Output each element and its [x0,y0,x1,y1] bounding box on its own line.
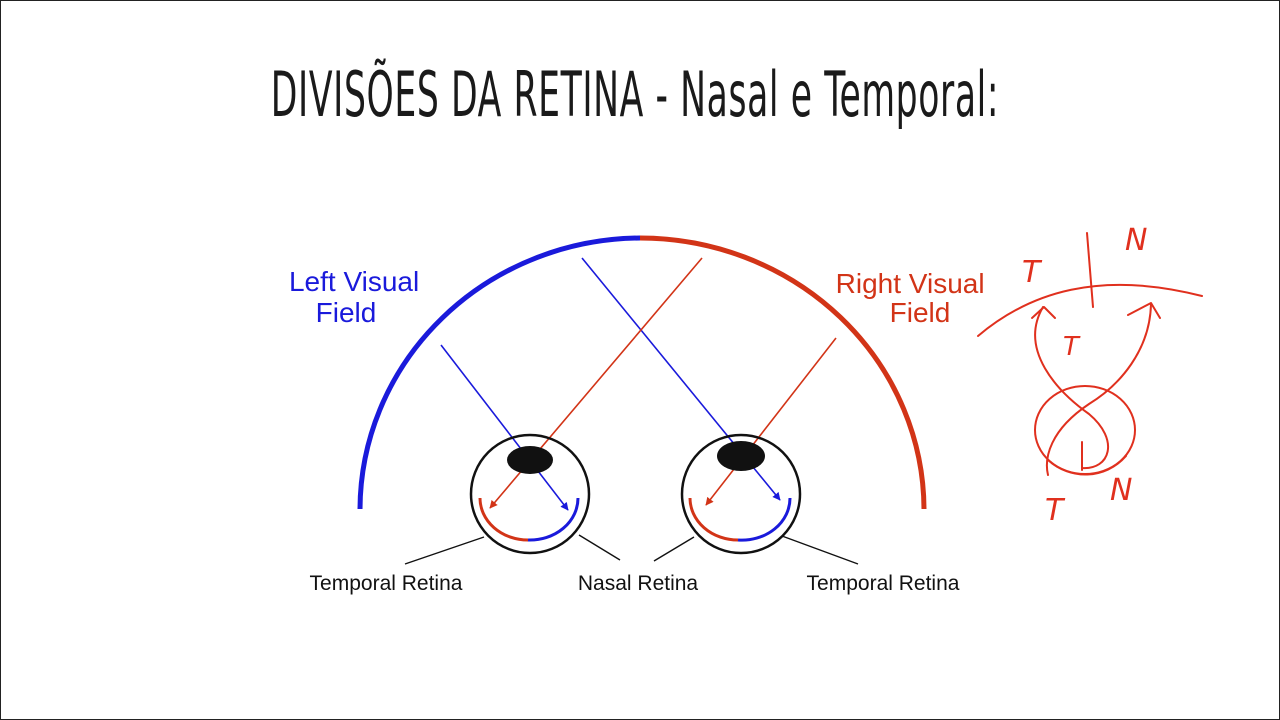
right-eye-pupil [717,441,765,471]
left-eye-temporal-retina [478,497,529,542]
sketch-crossing-ray-2 [1045,303,1152,476]
right-eye [680,433,802,555]
handwritten-letter-n-top: N [1125,223,1147,258]
left-visual-field-arc [357,235,641,510]
leader-line-nasal-left [578,534,621,561]
leader-line-nasal-right [653,536,695,562]
leader-line-left-temporal [404,536,485,565]
label-left-temporal-retina: Temporal Retina [310,572,463,595]
left-eye-nasal-retina [527,497,580,542]
sketch-midline [1086,232,1094,308]
sketch-crossing-ray-1 [1034,306,1110,470]
handwritten-letter-t-top: T [1022,255,1043,290]
handwritten-letter-t-bottom: T [1045,493,1066,528]
right-field-ray-to-right-eye [705,337,837,506]
label-right-temporal-retina: Temporal Retina [807,572,960,595]
left-eye [469,433,591,555]
left-visual-field-label: Left Visual Field [289,266,427,328]
left-field-ray-to-left-eye [440,344,569,511]
sketch-arrowhead-right [1127,302,1161,319]
right-visual-field-label: Right Visual Field [836,268,993,328]
handwritten-annotation [977,232,1203,476]
handwritten-letter-n-bottom: N [1110,473,1132,508]
leader-line-right-temporal [781,535,859,565]
slide-title: DIVISÕES DA RETINA - Nasal e Temporal: [270,58,1000,131]
label-nasal-retina: Nasal Retina [578,572,699,595]
sketch-field-arc [977,283,1203,337]
sketch-arrowhead-left [1031,306,1056,319]
sketch-retina-arc [1047,455,1127,476]
handwritten-letter-t-middle: T [1063,332,1081,362]
left-eye-pupil [507,446,553,474]
right-eye-temporal-retina [737,497,792,542]
right-eye-nasal-retina [688,497,739,542]
handwritten-letters: T N T T N [1022,223,1147,528]
right-visual-field-arc [639,235,927,510]
